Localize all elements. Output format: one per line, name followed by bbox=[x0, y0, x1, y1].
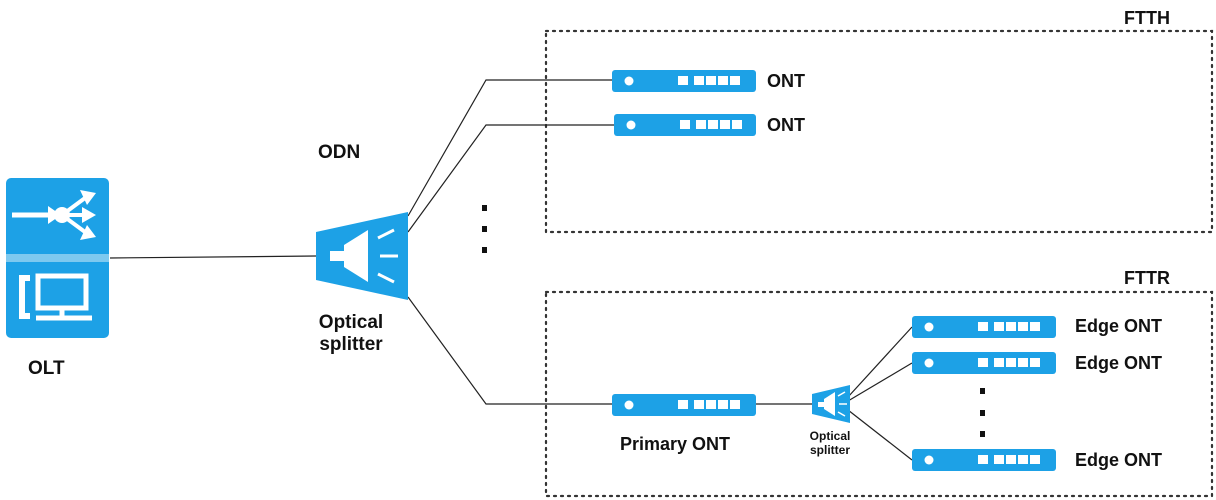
computer-icon bbox=[19, 273, 92, 321]
optical-splitter-icon bbox=[316, 212, 408, 300]
small-splitter-to-edge-3-link bbox=[847, 409, 913, 461]
fttr-title: FTTR bbox=[1124, 268, 1170, 288]
ftth-ont-label-1: ONT bbox=[767, 71, 805, 91]
switch-arrows-icon bbox=[12, 190, 96, 240]
small-splitter-to-edge-1-link bbox=[847, 326, 913, 398]
edge-ont-label-1: Edge ONT bbox=[1075, 316, 1163, 336]
fttr-group-box bbox=[544, 290, 1214, 498]
primary-ont-label: Primary ONT bbox=[620, 434, 731, 454]
ftth-ont-device-2 bbox=[614, 114, 756, 136]
splitter-to-ont-1-link bbox=[407, 79, 612, 217]
fttr-ellipsis-dots bbox=[980, 388, 985, 437]
edge-ont-device-1 bbox=[912, 316, 1056, 338]
splitter-to-ont-2-link bbox=[407, 124, 614, 233]
ftth-ont-device-1 bbox=[612, 70, 756, 92]
small-splitter-label: Optical splitter bbox=[809, 429, 851, 457]
olt-device bbox=[6, 178, 109, 338]
ftth-group-box bbox=[544, 29, 1214, 234]
ftth-ellipsis-dots bbox=[482, 205, 487, 253]
olt-label: OLT bbox=[28, 358, 65, 379]
edge-ont-device-2 bbox=[912, 352, 1056, 374]
splitter-to-primary-ont-link bbox=[407, 296, 612, 405]
olt-to-splitter-link bbox=[109, 255, 317, 259]
edge-ont-label-3: Edge ONT bbox=[1075, 450, 1163, 470]
optical-splitter-label: Optical splitter bbox=[318, 312, 384, 355]
primary-ont-device bbox=[612, 394, 756, 416]
odn-label: ODN bbox=[318, 142, 361, 163]
fiber-links bbox=[109, 79, 913, 461]
edge-ont-device-3 bbox=[912, 449, 1056, 471]
small-optical-splitter-icon bbox=[812, 385, 850, 423]
ftth-title: FTTH bbox=[1124, 8, 1170, 28]
edge-ont-label-2: Edge ONT bbox=[1075, 353, 1163, 373]
small-splitter-to-edge-2-link bbox=[847, 362, 913, 402]
ftth-ont-label-2: ONT bbox=[767, 115, 805, 135]
